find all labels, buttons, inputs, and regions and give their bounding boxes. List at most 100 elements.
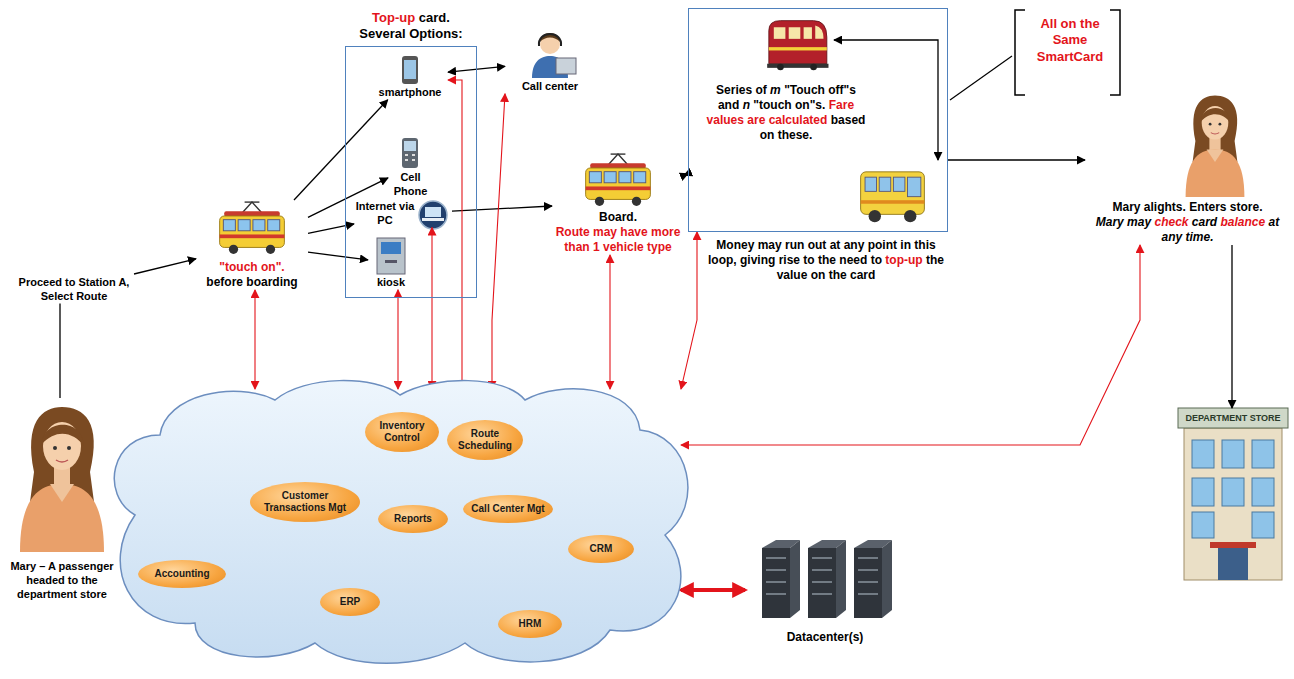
label-text: All on the Same SmartCard <box>1037 16 1103 64</box>
node-text: Series of <box>716 83 767 97</box>
node-text: before boarding <box>206 275 297 289</box>
node-text: Customer Transactions Mgt <box>264 490 346 513</box>
text-row: Mary may check card balance at any time. <box>1085 215 1290 245</box>
passenger-figure <box>20 407 104 552</box>
text-row: before boarding <box>196 275 308 290</box>
node-text: DEPARTMENT STORE <box>1185 413 1280 423</box>
text-row: CRM <box>574 543 628 555</box>
connector <box>1231 245 1232 408</box>
text-row: Top-up card. <box>345 10 477 26</box>
connector <box>681 245 1140 445</box>
connector <box>492 94 505 389</box>
connector <box>452 206 552 211</box>
option-item: smartphone <box>372 52 448 100</box>
text-row: Route Scheduling <box>453 428 517 452</box>
department-store: DEPARTMENT STORE <box>1178 408 1288 580</box>
datacenter-icon <box>762 540 892 618</box>
connector <box>397 290 398 389</box>
text-row: Several Options: <box>345 26 477 42</box>
connector <box>948 159 1085 160</box>
label-text: top-up <box>885 253 922 267</box>
node-text: CRM <box>590 543 613 554</box>
cloud-shape: Inventory Control Route SchedulingCustome… <box>105 375 695 665</box>
text-row: Proceed to Station A, Select Route <box>4 276 144 304</box>
call-center: Call center <box>505 30 595 94</box>
cloud-module: HRM <box>498 610 562 638</box>
node-text: Board. <box>599 210 637 224</box>
text-row: smartphone <box>372 86 448 100</box>
node-text: card <box>1192 215 1217 229</box>
kiosk-icon <box>377 238 405 274</box>
node-text: balance <box>1221 215 1266 229</box>
text-row: DEPARTMENT STORE <box>1178 413 1288 424</box>
cloud-module: Accounting <box>138 560 226 588</box>
text-row: Customer Transactions Mgt <box>256 490 354 514</box>
node-text: Reports <box>394 513 432 524</box>
node-text: Cell Phone <box>394 171 428 197</box>
passenger-figure <box>1186 96 1245 198</box>
cloud-module: CRM <box>568 535 634 563</box>
node-text: ERP <box>340 596 361 607</box>
text-row: Inventory Control <box>371 420 433 444</box>
connector <box>431 228 432 390</box>
connector <box>134 259 196 274</box>
option-item: Internet via PC <box>354 200 452 228</box>
cell-phone-icon <box>402 138 418 168</box>
node-text: check <box>1154 215 1188 229</box>
step-text: Proceed to Station A, Select Route <box>4 274 144 304</box>
connector <box>254 290 255 389</box>
passenger-figure: Mary alights. Enters store.Mary may chec… <box>1085 92 1290 245</box>
note-text: All on the Same SmartCard <box>1026 16 1114 65</box>
node-text: Call Center Mgt <box>471 503 544 514</box>
smartphone-icon <box>402 56 418 84</box>
text-row: HRM <box>504 618 556 630</box>
text-row: Series of m "Touch off"s and n "touch on… <box>705 83 867 143</box>
node-text: Accounting <box>155 568 210 579</box>
text-row: "touch on". <box>196 260 308 275</box>
text-row: Datacenter(s) <box>745 630 905 645</box>
connector <box>681 232 697 389</box>
call-center-icon <box>532 33 576 78</box>
text-row: Reports <box>384 513 442 525</box>
text-row: Call center <box>505 80 595 94</box>
text-area: Series of m "Touch off"s and n "touch on… <box>705 83 867 143</box>
note-text: Money may run out at any point in this l… <box>706 238 946 283</box>
node-text: Inventory Control <box>379 420 424 443</box>
node-text: Mary may <box>1096 215 1151 229</box>
top-up-box: Top-up card.Several Options: smartphoneCe… <box>345 6 477 298</box>
cloud-module: ERP <box>320 588 380 616</box>
text-row: Accounting <box>144 568 220 580</box>
node-text: Datacenter(s) <box>787 630 864 644</box>
cloud-module: Call Center Mgt <box>463 495 553 523</box>
text-row: ERP <box>326 596 374 608</box>
node-text: Proceed to Station A, Select Route <box>19 276 130 302</box>
laptop-icon <box>419 201 447 229</box>
cloud-module: Customer Transactions Mgt <box>250 482 360 522</box>
tram-icon <box>586 154 651 206</box>
passenger-figure: Mary – A passenger headed to the departm… <box>2 398 122 601</box>
department-store-icon <box>1178 408 1288 580</box>
bus-icon <box>861 172 925 222</box>
connector <box>681 588 745 592</box>
boarding-step: Board.Route may have more than 1 vehicle… <box>552 150 684 255</box>
node-text: Internet via PC <box>356 200 415 226</box>
option-item: kiosk <box>368 236 414 290</box>
node-text: Call center <box>522 80 578 92</box>
node-text: card. <box>419 10 450 25</box>
option-item: Cell Phone <box>388 135 433 199</box>
connector <box>59 304 60 399</box>
cloud-module: Route Scheduling <box>447 420 523 460</box>
tram-stop: "touch on".before boarding <box>196 200 308 290</box>
tram-icon <box>220 202 285 254</box>
node-text: Top-up <box>372 10 415 25</box>
node-text: Mary – A passenger headed to the departm… <box>10 560 113 600</box>
node-text: m <box>770 83 781 97</box>
leader-line <box>950 56 1012 100</box>
node-text: "touch on"s. <box>753 98 825 112</box>
node-text: Mary alights. Enters store. <box>1112 200 1262 214</box>
train-icon <box>767 21 828 71</box>
text-row: Route may have more than 1 vehicle type <box>552 225 684 255</box>
connector <box>308 224 354 234</box>
fare-loop-box: Series of m "Touch off"s and n "touch on… <box>688 8 948 232</box>
connector <box>308 252 368 260</box>
